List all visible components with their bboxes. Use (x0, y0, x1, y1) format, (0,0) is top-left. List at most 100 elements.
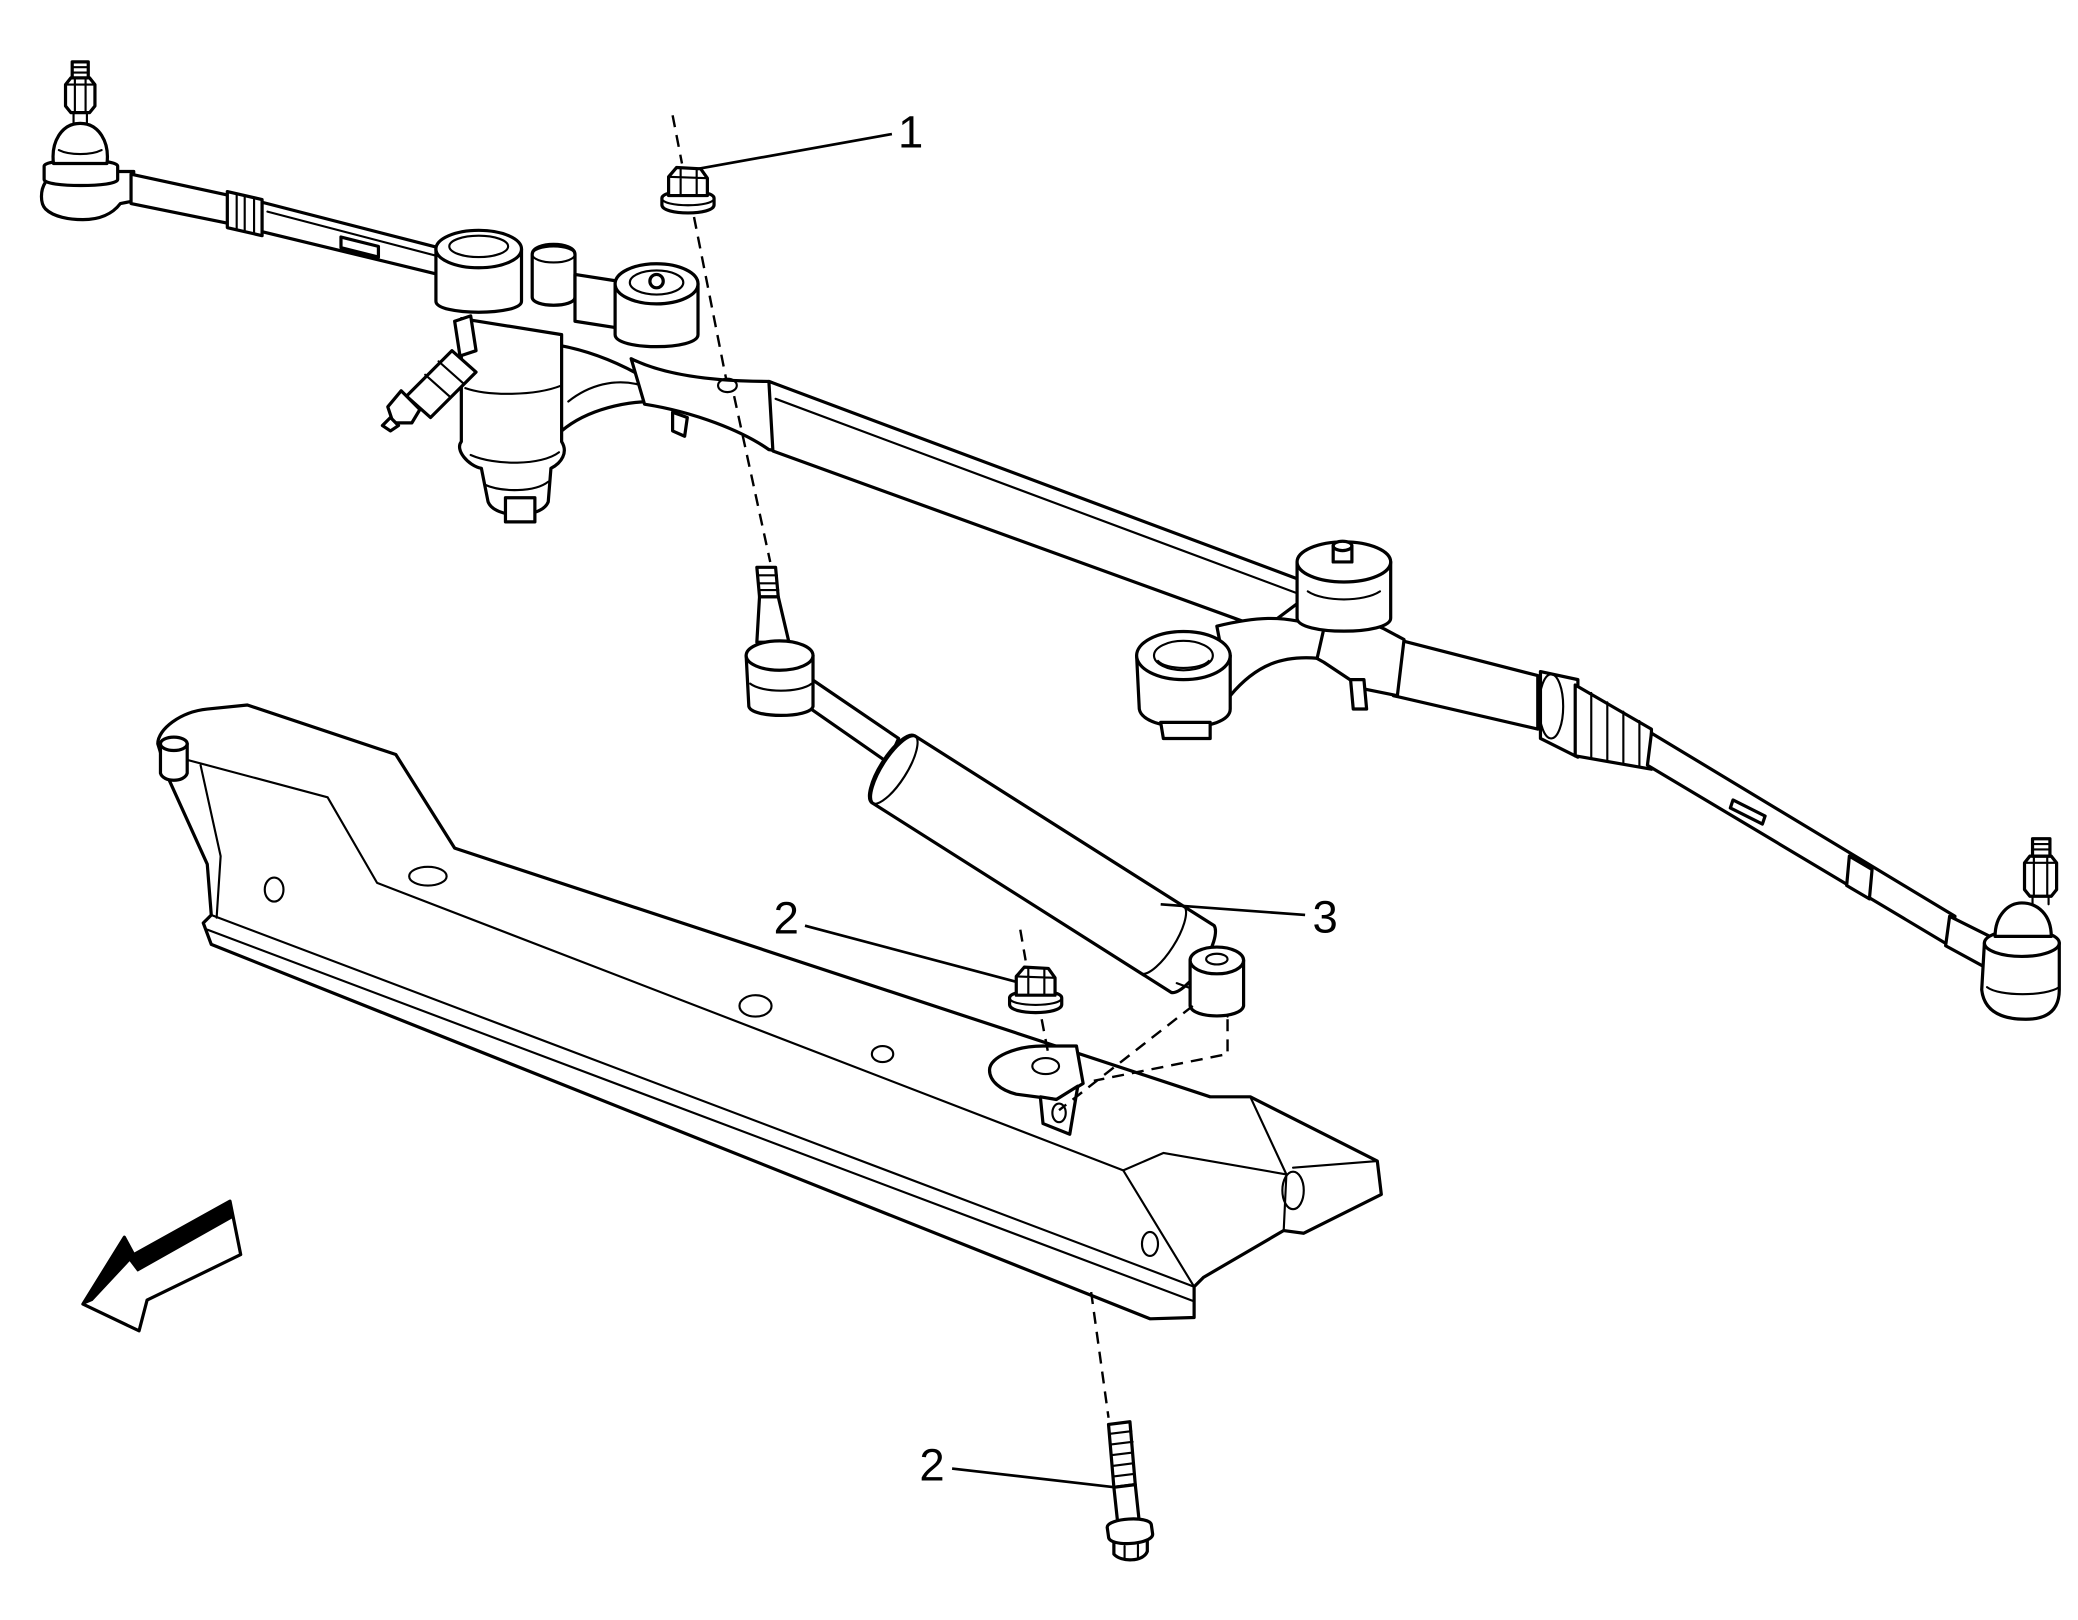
callout-2-lower-number: 2 (919, 1440, 944, 1491)
crossmember-hole-left (263, 876, 285, 903)
callout-1-leader-line (697, 132, 893, 171)
damper-rod-end-eye-top (744, 639, 815, 672)
front-direction-arrow-icon (81, 1199, 243, 1333)
idler-joint-stud-top (1331, 539, 1354, 553)
tie-rod-end-left-stud-threads (71, 66, 90, 74)
damper-stud-thread-lines (757, 574, 780, 592)
callout-2-lower: 2 (919, 1440, 1116, 1491)
damper-cylinder-front-cap (867, 733, 919, 805)
nut-2-flange-edge (1008, 996, 1063, 1006)
inner-tie-rod-socket-cap (448, 234, 510, 259)
nut-1 (660, 115, 772, 563)
crossmember-flange-top (210, 913, 1196, 1288)
tie-rod-right-outer (1645, 731, 1957, 948)
nut-1-flange-edge (660, 197, 716, 207)
damper-bracket-flange-hole (1051, 1102, 1067, 1124)
idler-arm-link (1215, 616, 1326, 698)
tie-rod-end-right (1944, 837, 2061, 1021)
idler-arm (1135, 539, 1406, 741)
damper-rear-bushing-top (1188, 945, 1246, 976)
idler-bracket-top (1135, 629, 1232, 682)
nut-2-hex-faces (1015, 967, 1057, 997)
small-joint-housing (530, 242, 577, 307)
small-joint-housing-top (531, 245, 577, 264)
crossmember-slot (408, 865, 448, 887)
damper-stud-thread (755, 565, 780, 599)
pitman-arm-assembly (380, 228, 700, 524)
crossmember-flange-lip (206, 928, 1196, 1303)
relay-rod-left-joint-ring (628, 269, 685, 296)
arrow-side-edge (137, 1200, 242, 1332)
damper-rod-end-eye-ring (749, 682, 813, 692)
adjuster-body (404, 349, 478, 420)
idler-joint-ring (1306, 590, 1382, 601)
tie-rod-end-right-stud-threads (2031, 843, 2051, 851)
idler-bracket-nut (1159, 720, 1212, 741)
tie-rod-end-left-nut-faces (64, 76, 97, 114)
crossmember-right-roll (1281, 1170, 1305, 1211)
crossmember-hole-center (738, 994, 773, 1018)
relay-rod-left-pad (629, 357, 794, 454)
tie-rod-end-right-ring (1986, 986, 2061, 996)
frame-crossmember (156, 703, 1383, 1321)
callout-2-upper-number: 2 (774, 893, 799, 944)
adjuster-tip (380, 415, 401, 433)
pitman-shaft-nut (503, 496, 537, 524)
tie-rod-end-right-stud (2030, 837, 2052, 858)
nut-1-hex-faces (667, 167, 709, 197)
bolt-2-flange (1105, 1517, 1155, 1546)
tie-rod-right-clamp-slot (1728, 798, 1767, 826)
tie-rod-left-clamp-slot (339, 235, 381, 259)
tie-rod-left-sleeve-ribs (235, 193, 256, 235)
idler-bracket-bore (1152, 639, 1214, 672)
tie-rod-end-right-nut-faces (2023, 855, 2058, 898)
damper-rod-end-eye (744, 653, 815, 717)
bolt-2 (1089, 1291, 1155, 1562)
nut-2-axis-line (1019, 929, 1050, 1055)
tie-rod-right-adjuster (1845, 854, 1874, 901)
crossmember-hole-small (870, 1044, 895, 1064)
nut-2 (1007, 929, 1064, 1055)
pitman-shaft-rings (464, 384, 563, 492)
damper-bracket-hole (1031, 1056, 1061, 1076)
steering-damper (744, 565, 1246, 1112)
relay-rod-damper-hole (717, 377, 738, 394)
tie-rod-end-right-body (1980, 941, 2061, 1021)
crossmember-left-bushing-top (158, 735, 189, 753)
tie-rod-right (1391, 637, 1957, 948)
adjuster-hex-nut (386, 389, 422, 425)
callout-2-upper-leader-line (804, 924, 1017, 984)
damper-cylinder (869, 734, 1218, 995)
pitman-arm-plate-edge (567, 381, 643, 403)
damper-bracket-flange (1038, 1084, 1080, 1136)
tie-rod-end-left-boot (51, 121, 109, 166)
damper-rear-bushing-hole (1205, 952, 1229, 966)
tie-rod-end-left-neck (72, 111, 88, 125)
idler-stud-below (1348, 678, 1369, 711)
relay-rod-left-joint-stud (648, 272, 665, 290)
damper-stud-taper (755, 595, 791, 644)
tie-rod-end-right-boot (1993, 901, 2053, 938)
tie-rod-right-boot-ridges (1590, 691, 1641, 768)
joint-connector (573, 272, 620, 330)
adjuster-rings (424, 360, 464, 398)
crossmember-left-end-face (199, 764, 222, 919)
damper-cylinder-rear-band (1140, 905, 1188, 975)
grease-fitting (453, 314, 478, 358)
bolt-2-thread-lines (1108, 1430, 1136, 1478)
callout-2-lower-leader-line (951, 1467, 1116, 1489)
relay-rod-stud-stub (671, 410, 689, 438)
relay-rod-bar (767, 379, 1339, 631)
bolt-2-hex-faces (1123, 1543, 1140, 1561)
nut-1-axis-line (671, 115, 772, 563)
callout-2-upper: 2 (774, 893, 1017, 984)
damper-mount-guide-lines (1058, 1004, 1229, 1112)
tie-rod-end-left-stud (70, 60, 90, 80)
tie-rod-left-highlight (266, 210, 443, 259)
tie-rod-end-left-boot-crease (57, 149, 103, 156)
callout-1: 1 (697, 106, 923, 171)
nut-1-hex (666, 165, 709, 198)
callout-3: 3 (1160, 891, 1338, 942)
tie-rod-left (129, 172, 446, 278)
relay-rod (629, 357, 1339, 631)
